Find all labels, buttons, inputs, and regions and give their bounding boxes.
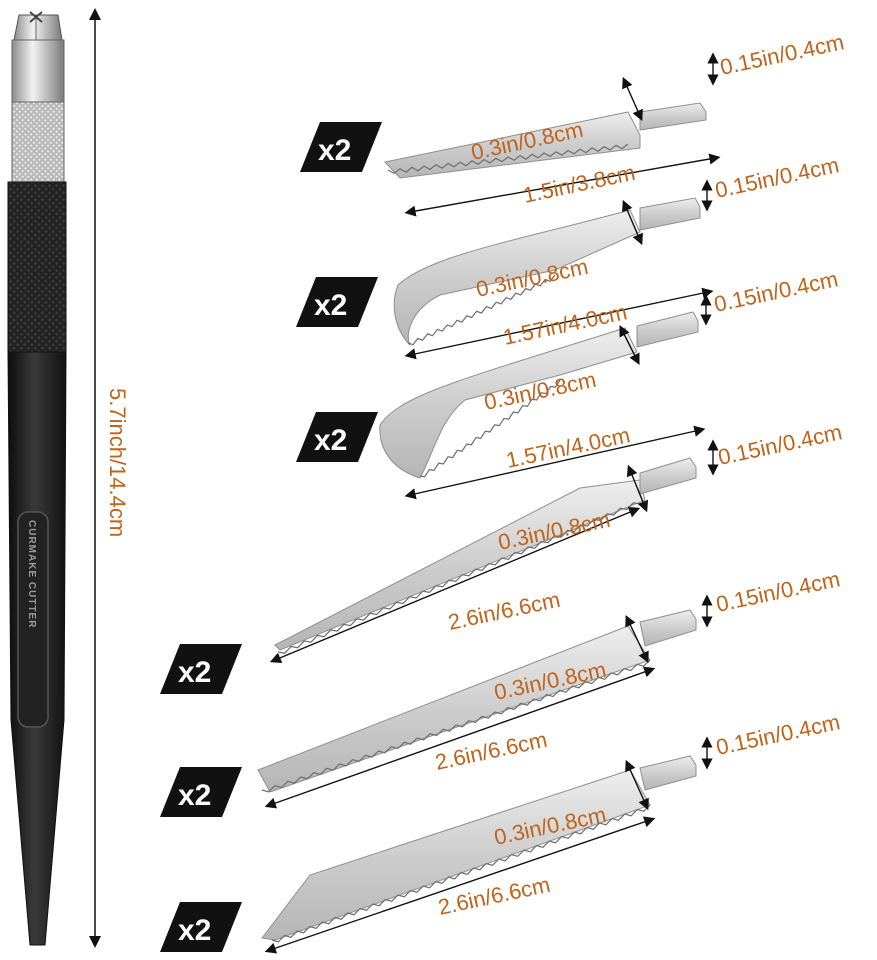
length-label: 2.6in/6.6cm <box>433 727 549 775</box>
length-dimension-arrow <box>264 816 656 954</box>
width-dimension-arrow <box>619 324 640 366</box>
quantity-badge <box>296 412 378 462</box>
quantity-badge <box>300 122 382 172</box>
quantity-label: x2 <box>178 914 211 947</box>
tang-label: 0.15in/0.4cm <box>714 709 842 760</box>
width-dimension-arrow <box>626 464 649 513</box>
length-dimension-arrow <box>404 425 706 500</box>
tang-label: 0.15in/0.4cm <box>716 419 844 470</box>
width-dimension-arrow <box>625 614 649 664</box>
length-label: 1.57in/4.0cm <box>504 422 632 473</box>
quantity-label: x2 <box>178 779 211 812</box>
tang-label: 0.15in/0.4cm <box>714 566 842 617</box>
handle-brand: CURMAKE CUTTER <box>26 520 37 628</box>
knife-handle: CURMAKE CUTTER <box>7 11 67 946</box>
handle-collar <box>11 39 65 103</box>
length-dimension-arrow <box>264 666 656 809</box>
length-dimension-arrow <box>404 287 714 360</box>
handle-grip <box>7 181 67 353</box>
quantity-label: x2 <box>178 656 211 689</box>
length-dimension-arrow <box>404 153 721 217</box>
tang-label: 0.15in/0.4cm <box>713 152 841 203</box>
quantity-badge <box>160 902 242 952</box>
width-dimension-arrow <box>622 76 643 122</box>
quantity-label: x2 <box>314 289 347 322</box>
length-label: 2.6in/6.6cm <box>446 587 562 635</box>
quantity-badge <box>160 767 242 817</box>
handle-length-dimension: 5.7inch/14.4cm <box>89 7 130 948</box>
handle-length-label: 5.7inch/14.4cm <box>105 388 130 537</box>
blade-body <box>379 327 638 479</box>
quantity-badge <box>160 644 242 694</box>
tang-label: 0.15in/0.4cm <box>712 266 840 317</box>
length-label: 1.5in/3.8cm <box>521 160 637 208</box>
blade-tang <box>639 457 697 495</box>
quantity-label: x2 <box>318 134 351 167</box>
quantity-label: x2 <box>314 424 347 457</box>
width-dimension-arrow <box>625 759 649 811</box>
blade-tang <box>639 609 697 647</box>
width-dimension-arrow <box>622 199 643 246</box>
quantity-badge <box>296 277 378 327</box>
tang-label: 0.15in/0.4cm <box>718 29 846 80</box>
length-dimension-arrow <box>269 506 641 664</box>
blade-tang <box>639 102 707 131</box>
blade-tang <box>639 197 701 231</box>
blade-tang <box>639 755 697 791</box>
blade-tang <box>636 311 699 348</box>
